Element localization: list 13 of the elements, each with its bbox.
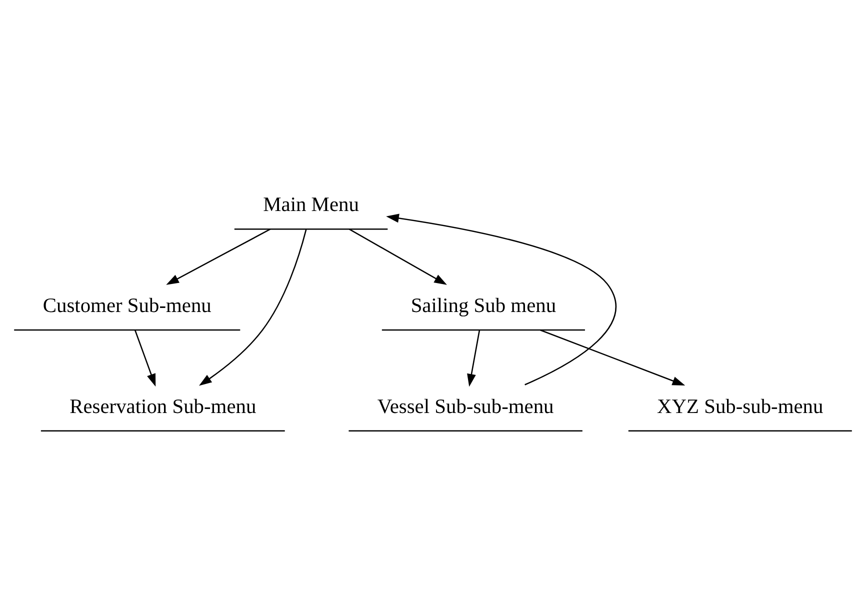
node-text: Customer Sub-menu xyxy=(42,294,211,316)
node-text: Vessel Sub-sub-menu xyxy=(376,395,554,418)
arrow xyxy=(466,330,480,386)
arrow xyxy=(386,213,616,385)
node-text: Sailing Sub menu xyxy=(410,294,556,316)
arrow xyxy=(198,228,306,386)
arrow xyxy=(348,228,446,284)
arrow xyxy=(166,228,270,284)
node-text: Reservation Sub-menu xyxy=(69,395,256,418)
node-text: Main Menu xyxy=(262,193,358,216)
node-text: XYZ Sub-sub-menu xyxy=(656,395,823,418)
arrow xyxy=(540,329,685,386)
arrow xyxy=(134,329,156,386)
